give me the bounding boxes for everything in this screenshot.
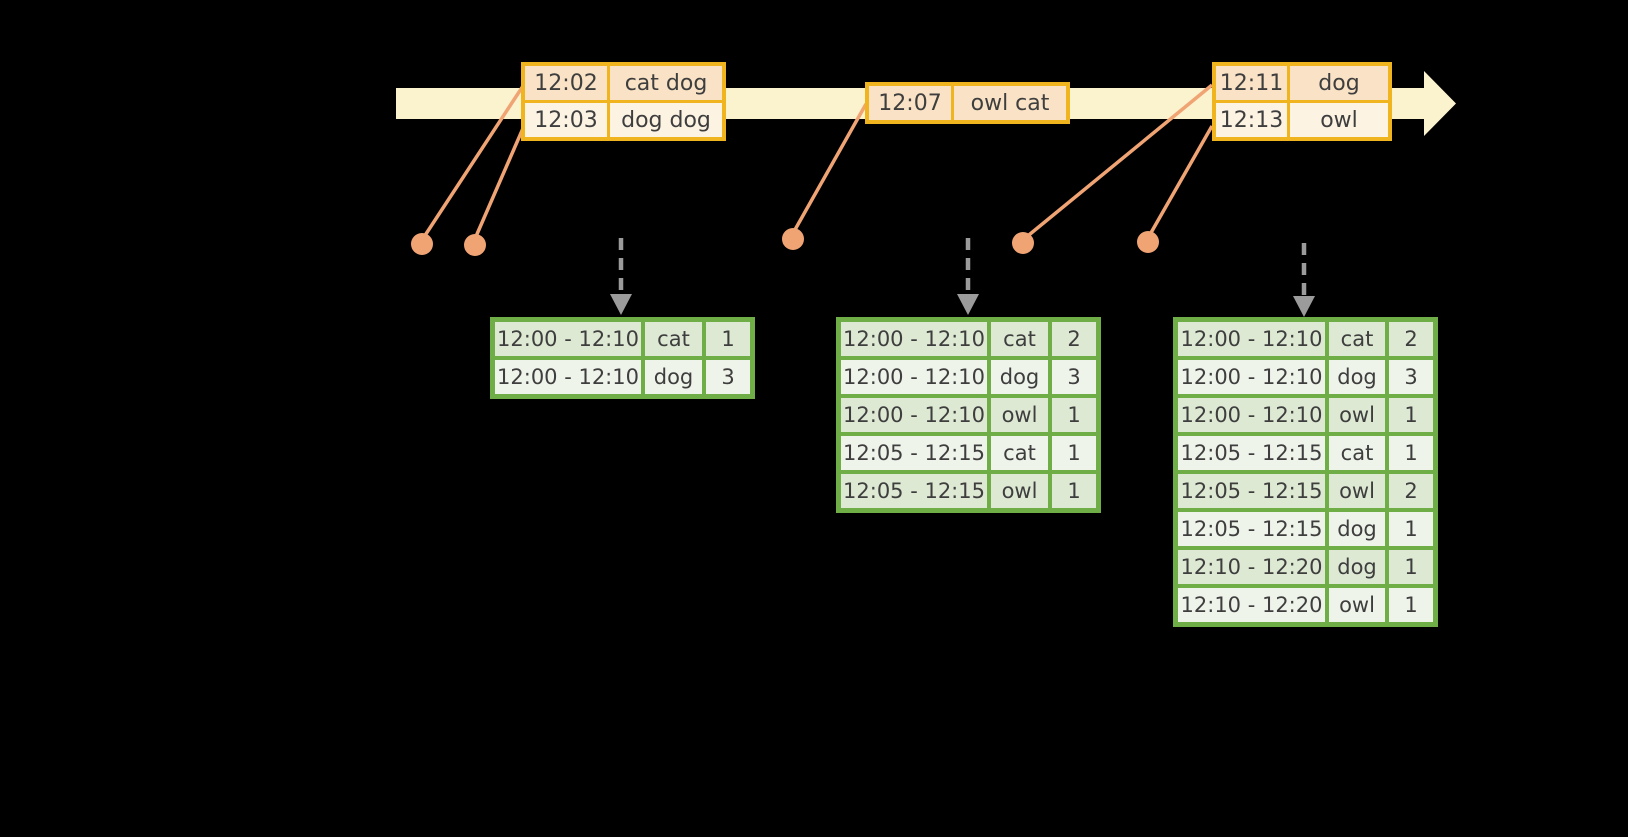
- trigger-arrowheads: [610, 294, 1315, 317]
- result-count: 1: [1389, 512, 1433, 546]
- event-words: dog dog: [610, 103, 722, 137]
- trigger-arrows: [618, 238, 1307, 298]
- event-time: 12:11: [1216, 66, 1287, 100]
- event-words: owl: [1290, 103, 1388, 137]
- event-dot-icon: [464, 234, 486, 256]
- result-count: 1: [1052, 474, 1096, 508]
- result-count: 3: [1389, 360, 1433, 394]
- event-time: 12:07: [869, 86, 951, 120]
- result-word: dog: [991, 360, 1048, 394]
- result-window: 12:05 - 12:15: [841, 436, 987, 470]
- event-words: dog: [1290, 66, 1388, 100]
- result-window: 12:00 - 12:10: [1178, 360, 1325, 394]
- event-dot-icon: [1137, 231, 1159, 253]
- event-marker-line: [1146, 125, 1214, 239]
- result-count: 2: [1052, 322, 1096, 356]
- result-window: 12:00 - 12:10: [1178, 322, 1325, 356]
- result-table-1: 12:00 - 12:10 cat 1 12:00 - 12:10 dog 3: [490, 317, 755, 399]
- result-window: 12:10 - 12:20: [1178, 550, 1325, 584]
- event-table-3: 12:11 dog 12:13 owl: [1212, 62, 1392, 141]
- result-word: dog: [1329, 360, 1385, 394]
- event-marker-line: [420, 85, 525, 241]
- result-table-2: 12:00 - 12:10 cat 2 12:00 - 12:10 dog 3 …: [836, 317, 1101, 513]
- result-window: 12:00 - 12:10: [841, 322, 987, 356]
- event-time: 12:13: [1216, 103, 1287, 137]
- arrow-down-icon: [610, 294, 632, 315]
- event-dot-icon: [1012, 232, 1034, 254]
- result-word: dog: [1329, 550, 1385, 584]
- result-count: 1: [1389, 588, 1433, 622]
- result-window: 12:00 - 12:10: [841, 360, 987, 394]
- result-word: cat: [991, 322, 1048, 356]
- result-window: 12:05 - 12:15: [1178, 474, 1325, 508]
- result-word: cat: [1329, 436, 1385, 470]
- result-window: 12:00 - 12:10: [495, 322, 641, 356]
- result-word: cat: [991, 436, 1048, 470]
- event-words: cat dog: [610, 66, 722, 100]
- result-word: owl: [991, 474, 1048, 508]
- result-count: 2: [1389, 322, 1433, 356]
- result-window: 12:05 - 12:15: [1178, 436, 1325, 470]
- event-marker-lines: [420, 83, 1214, 242]
- result-word: cat: [645, 322, 702, 356]
- result-word: cat: [1329, 322, 1385, 356]
- arrow-down-icon: [957, 294, 979, 315]
- event-marker-dots: [411, 228, 1159, 256]
- result-count: 1: [706, 322, 750, 356]
- result-table-3: 12:00 - 12:10 cat 2 12:00 - 12:10 dog 3 …: [1173, 317, 1438, 627]
- event-marker-line: [790, 103, 868, 236]
- result-window: 12:00 - 12:10: [495, 360, 641, 394]
- result-window: 12:05 - 12:15: [841, 474, 987, 508]
- event-table-1: 12:02 cat dog 12:03 dog dog: [521, 62, 726, 141]
- result-word: owl: [1329, 398, 1385, 432]
- result-count: 1: [1389, 398, 1433, 432]
- result-window: 12:10 - 12:20: [1178, 588, 1325, 622]
- result-count: 3: [706, 360, 750, 394]
- event-marker-line: [472, 125, 526, 242]
- result-count: 1: [1052, 398, 1096, 432]
- event-words: owl cat: [954, 86, 1066, 120]
- event-marker-line: [1022, 83, 1214, 241]
- arrow-down-icon: [1293, 296, 1315, 317]
- result-word: owl: [1329, 588, 1385, 622]
- event-time: 12:03: [525, 103, 607, 137]
- event-table-2: 12:07 owl cat: [865, 82, 1070, 124]
- result-count: 1: [1052, 436, 1096, 470]
- event-dot-icon: [782, 228, 804, 250]
- result-word: dog: [645, 360, 702, 394]
- timeline-arrowhead-icon: [1424, 71, 1456, 136]
- result-word: dog: [1329, 512, 1385, 546]
- result-window: 12:00 - 12:10: [1178, 398, 1325, 432]
- result-word: owl: [1329, 474, 1385, 508]
- event-time: 12:02: [525, 66, 607, 100]
- result-window: 12:05 - 12:15: [1178, 512, 1325, 546]
- result-window: 12:00 - 12:10: [841, 398, 987, 432]
- result-word: owl: [991, 398, 1048, 432]
- result-count: 3: [1052, 360, 1096, 394]
- result-count: 2: [1389, 474, 1433, 508]
- result-count: 1: [1389, 550, 1433, 584]
- event-dot-icon: [411, 233, 433, 255]
- result-count: 1: [1389, 436, 1433, 470]
